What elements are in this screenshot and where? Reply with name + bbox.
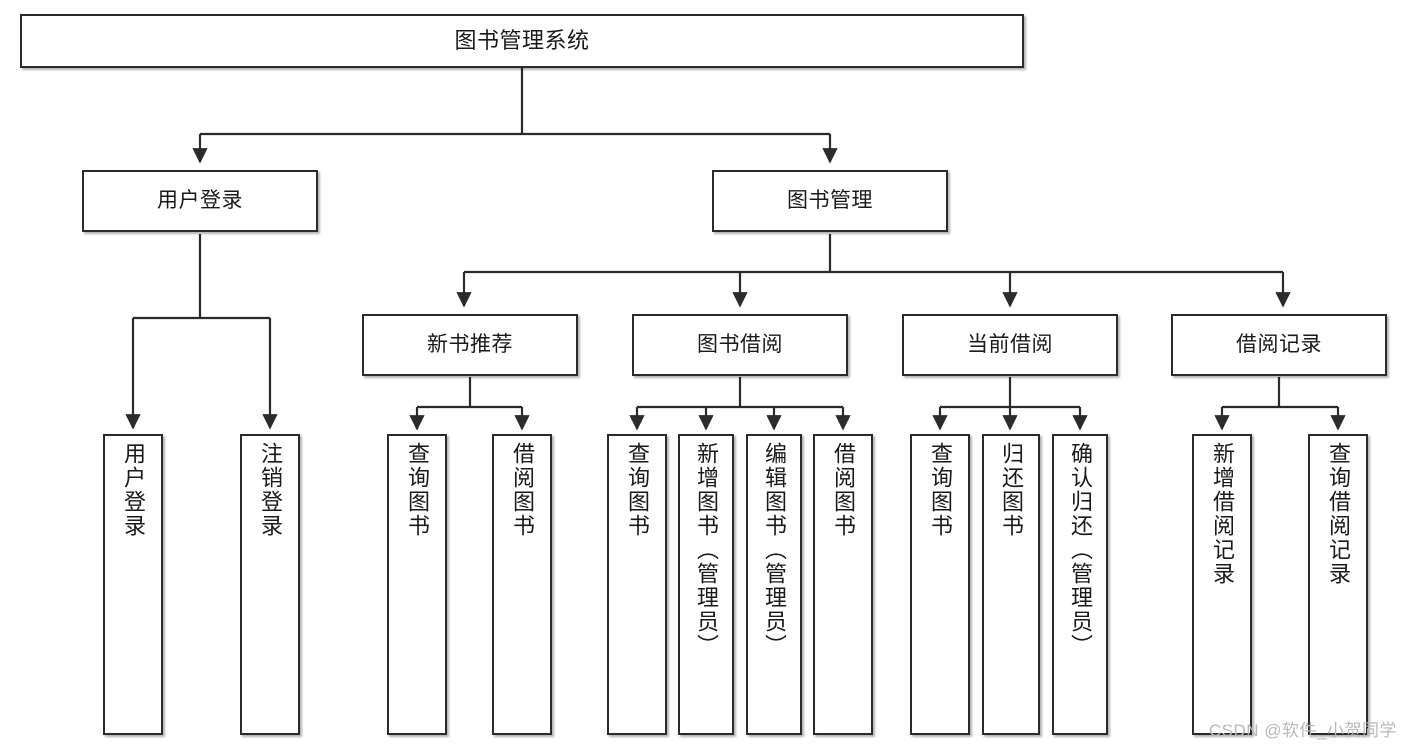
leaf-query-books-borrow[interactable]: 查询图书 (607, 434, 667, 735)
node-label: 归还图书 (999, 442, 1024, 538)
leaf-edit-book-admin[interactable]: 编辑图书（管理员） (746, 434, 802, 735)
leaf-return-books[interactable]: 归还图书 (982, 434, 1040, 735)
leaf-borrow-books-recommend[interactable]: 借阅图书 (492, 434, 552, 735)
node-label: 注销登录 (258, 442, 283, 538)
node-label: 查询图书 (405, 442, 430, 538)
node-label: 查询图书 (625, 442, 650, 538)
node-user-login[interactable]: 用户登录 (82, 170, 318, 232)
node-label: 查询图书 (928, 442, 953, 538)
node-label: 用户登录 (157, 189, 243, 213)
node-borrowing-record[interactable]: 借阅记录 (1171, 314, 1387, 376)
leaf-query-books-recommend[interactable]: 查询图书 (387, 434, 447, 735)
node-label: 借阅记录 (1236, 333, 1322, 357)
node-label: 新增借阅记录 (1210, 442, 1235, 586)
node-label: 图书管理 (787, 189, 873, 213)
node-label: 查询借阅记录 (1326, 442, 1351, 586)
node-root-book-management-system[interactable]: 图书管理系统 (20, 14, 1024, 68)
node-book-borrowing[interactable]: 图书借阅 (632, 314, 848, 376)
leaf-add-book-admin[interactable]: 新增图书（管理员） (678, 434, 734, 735)
node-label: 图书借阅 (697, 333, 783, 357)
node-label: 用户登录 (121, 442, 146, 538)
leaf-borrow-books[interactable]: 借阅图书 (813, 434, 873, 735)
node-label: 新书推荐 (427, 333, 513, 357)
node-label: 确认归还（管理员） (1068, 442, 1093, 658)
leaf-query-borrow-record[interactable]: 查询借阅记录 (1308, 434, 1368, 735)
node-new-book-recommendation[interactable]: 新书推荐 (362, 314, 578, 376)
node-label: 新增图书（管理员） (694, 442, 719, 658)
leaf-user-login[interactable]: 用户登录 (103, 434, 163, 735)
leaf-add-borrow-record[interactable]: 新增借阅记录 (1192, 434, 1252, 735)
node-label: 图书管理系统 (454, 27, 590, 53)
leaf-logout[interactable]: 注销登录 (240, 434, 300, 735)
node-label: 当前借阅 (967, 333, 1053, 357)
node-label: 借阅图书 (831, 442, 856, 538)
node-current-borrowing[interactable]: 当前借阅 (902, 314, 1118, 376)
node-label: 编辑图书（管理员） (762, 442, 787, 658)
node-book-management[interactable]: 图书管理 (712, 170, 948, 232)
node-label: 借阅图书 (510, 442, 535, 538)
watermark: CSDN @软件_小贺同学 (1208, 721, 1397, 740)
leaf-query-books-current[interactable]: 查询图书 (910, 434, 970, 735)
leaf-confirm-return-admin[interactable]: 确认归还（管理员） (1052, 434, 1108, 735)
